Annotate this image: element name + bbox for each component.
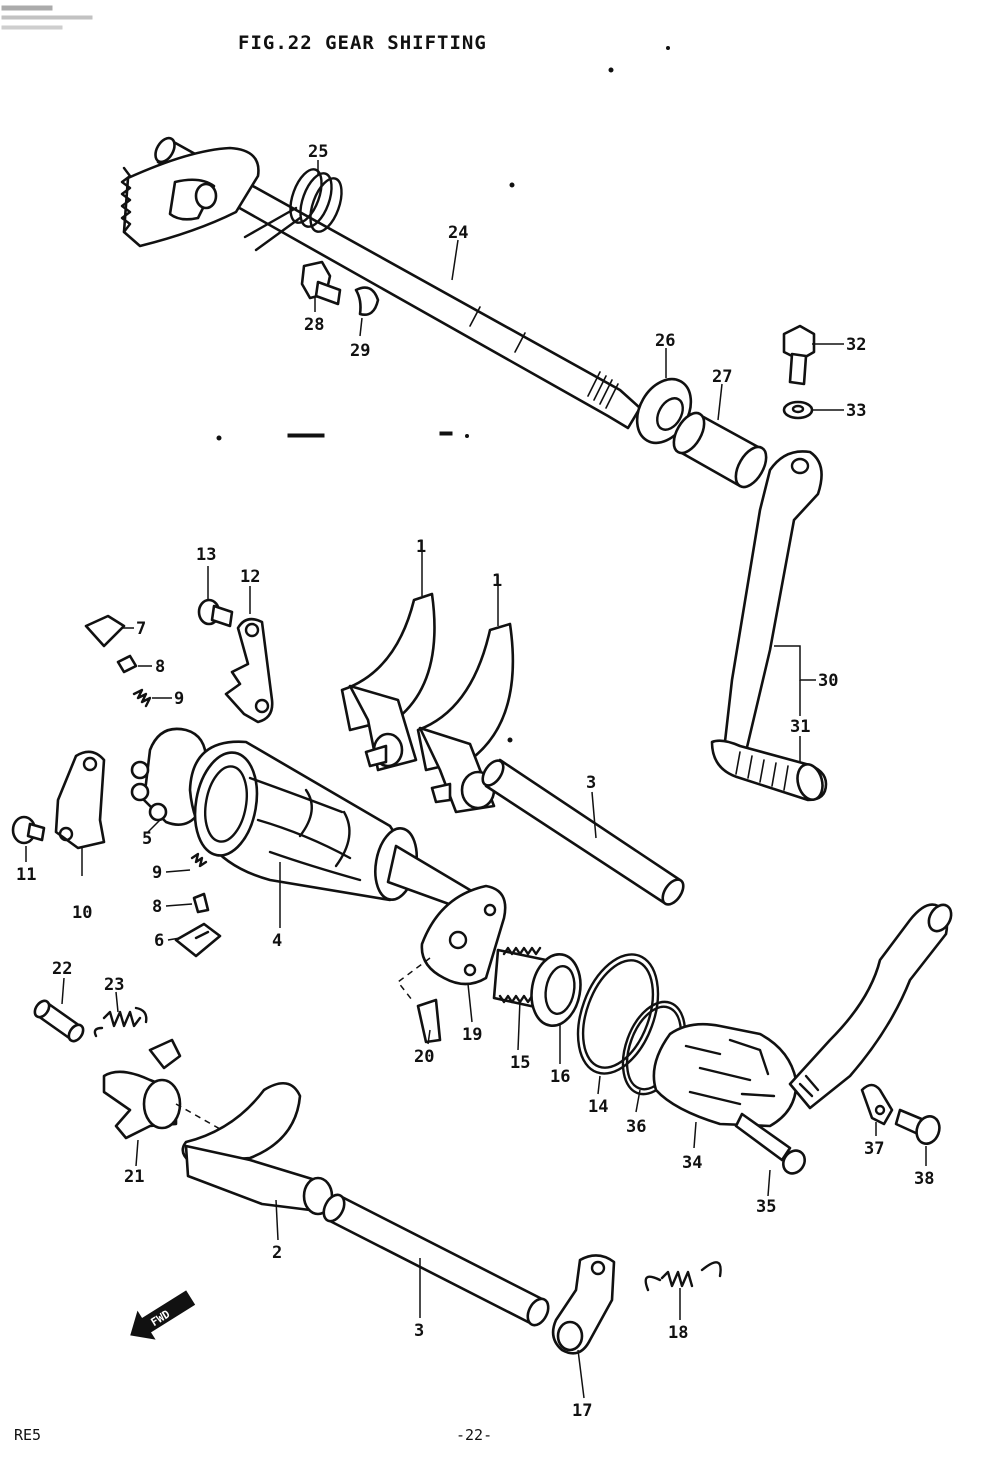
callout-31: 31	[790, 717, 810, 737]
pin-22	[33, 999, 85, 1043]
return-spring	[243, 168, 343, 252]
shift-fork-1-left	[340, 592, 436, 772]
spring-9	[132, 688, 152, 708]
bolt-28	[300, 260, 342, 306]
cam-guide-plate-10	[54, 750, 106, 850]
callout-7: 7	[136, 619, 146, 639]
page-number: -22-	[456, 1426, 492, 1444]
spring-23	[93, 1006, 148, 1038]
callout-24: 24	[448, 223, 468, 243]
gearshift-cam-drum-4	[188, 740, 472, 910]
cam-driven-gear-19	[396, 884, 507, 1001]
callout-30: 30	[818, 671, 838, 691]
callout-22: 22	[52, 959, 72, 979]
callout-9-lower: 9	[152, 863, 162, 883]
shift-arm-21	[102, 1038, 251, 1147]
callout-3-lower: 3	[414, 1321, 424, 1341]
washer-33	[782, 400, 814, 420]
pin-8	[116, 654, 138, 674]
callout-26: 26	[655, 331, 675, 351]
callout-4: 4	[272, 931, 282, 951]
callout-12: 12	[240, 567, 260, 587]
callout-25: 25	[308, 142, 328, 162]
washer-29	[354, 286, 380, 316]
callout-35: 35	[756, 1197, 776, 1217]
screw-35	[734, 1112, 806, 1175]
callout-16: 16	[550, 1067, 570, 1087]
callout-8-upper: 8	[155, 657, 165, 677]
callout-5: 5	[142, 829, 152, 849]
callout-33: 33	[846, 401, 866, 421]
fork-shaft-3-upper	[481, 758, 685, 906]
shift-fork-2	[181, 1082, 334, 1216]
screw-38	[894, 1108, 941, 1145]
callout-23: 23	[104, 975, 124, 995]
ring-16	[530, 953, 582, 1027]
spring-18	[644, 1261, 722, 1292]
callout-28: 28	[304, 315, 324, 335]
clamp-37	[860, 1083, 894, 1126]
shift-shaft	[120, 136, 642, 430]
callout-38: 38	[914, 1169, 934, 1189]
cam-stopper-6	[174, 922, 222, 958]
bolt-32	[782, 324, 816, 386]
spring-9-lower	[190, 852, 208, 868]
callout-20: 20	[414, 1047, 434, 1067]
pin-8-lower	[192, 892, 210, 914]
callout-18: 18	[668, 1323, 688, 1343]
bush-27	[672, 411, 768, 489]
callout-29: 29	[350, 341, 370, 361]
callout-19: 19	[462, 1025, 482, 1045]
model-code: RE5	[14, 1426, 41, 1444]
callout-1-left: 1	[416, 537, 426, 557]
callout-9-upper: 9	[174, 689, 184, 709]
gearshift-lever	[710, 450, 828, 802]
callout-3-upper: 3	[586, 773, 596, 793]
stopper-plate-12	[224, 617, 274, 724]
callout-15: 15	[510, 1053, 530, 1073]
figure-title: FIG.22 GEAR SHIFTING	[238, 32, 487, 54]
callout-27: 27	[712, 367, 732, 387]
callout-8-lower: 8	[152, 897, 162, 917]
callout-21: 21	[124, 1167, 144, 1187]
screw-13	[197, 598, 234, 628]
cam-stopper-7	[84, 614, 126, 648]
scan-specks	[1, 5, 670, 743]
screw-11	[11, 815, 46, 845]
callout-17: 17	[572, 1401, 592, 1421]
callout-11: 11	[16, 865, 36, 885]
leader-lines	[25, 160, 927, 1399]
callout-2: 2	[272, 1243, 282, 1263]
callout-34: 34	[682, 1153, 702, 1173]
fork-shaft-3-lower	[322, 1193, 550, 1327]
forward-direction-arrow: FWD	[130, 1290, 196, 1340]
callout-numbers: 25 24 28 29 26 27 32 33 13 12 1 1 7 8 9 …	[16, 142, 934, 1421]
callout-13: 13	[196, 545, 216, 565]
pin-20	[416, 998, 442, 1044]
callout-10: 10	[72, 903, 92, 923]
callout-37: 37	[864, 1139, 884, 1159]
gear-position-switch-34	[652, 903, 953, 1128]
callout-1-right: 1	[492, 571, 502, 591]
callout-14: 14	[588, 1097, 608, 1117]
oring-14	[576, 953, 660, 1075]
callout-32: 32	[846, 335, 866, 355]
arm-17	[551, 1254, 616, 1355]
callout-36: 36	[626, 1117, 646, 1137]
callout-6: 6	[154, 931, 164, 951]
